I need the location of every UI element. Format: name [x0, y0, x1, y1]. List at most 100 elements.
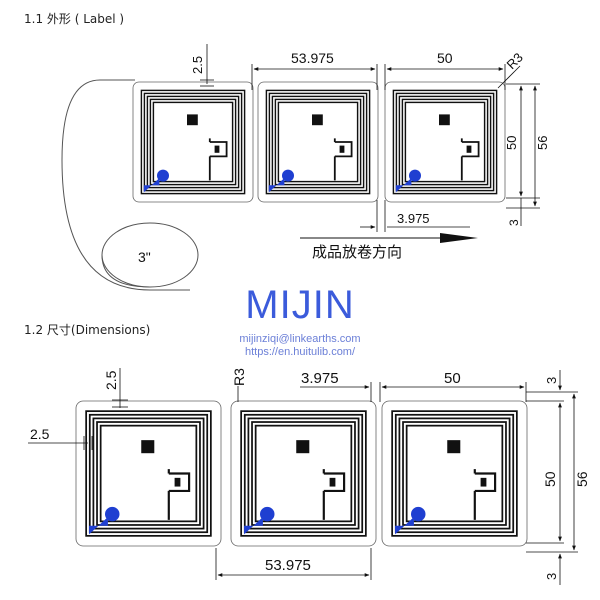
s2-dim-edge-top: 3: [544, 377, 559, 384]
coil-turn: [395, 92, 495, 192]
antenna-coil: [140, 89, 246, 195]
coil-turn: [398, 95, 492, 189]
coil-turn: [247, 417, 360, 530]
bridge-trace: [208, 138, 228, 181]
chip-icon: [339, 145, 345, 153]
coil-turn: [152, 101, 234, 183]
section-2-dimension-lines: [28, 368, 578, 585]
coil-turn: [277, 101, 359, 183]
s1-dim-margin: 2.5: [190, 56, 205, 74]
via-square: [296, 440, 310, 454]
coil-turn: [401, 98, 489, 186]
coil-turn: [143, 92, 243, 192]
s2-dim-width: 50: [444, 370, 461, 387]
contact-pad: [411, 506, 426, 522]
coil-turn: [243, 413, 364, 534]
s2-dim-top-margin: 2.5: [103, 370, 119, 390]
contact-pad: [105, 506, 120, 522]
corner-pad: [143, 178, 160, 193]
contact-pad: [157, 169, 169, 182]
s1-dim-pitch: 53.975: [291, 50, 334, 66]
s1-dim-height-inner: 50: [504, 136, 519, 150]
coil-turn: [405, 424, 504, 523]
via-square: [439, 114, 450, 126]
s1-dim-height-outer: 56: [535, 136, 550, 150]
coil-turn: [140, 89, 246, 195]
label-roll: [61, 79, 199, 291]
watermark-url: https://en.huitulib.com/: [244, 346, 356, 358]
coil-turn: [92, 417, 205, 530]
s1-dim-bottom-margin: 3: [507, 219, 521, 226]
section-2-label-row: [75, 400, 528, 547]
coil-turn: [394, 413, 515, 534]
coil-turn: [391, 410, 518, 537]
s2-dim-height-outer: 56: [574, 471, 590, 487]
antenna-coil: [240, 410, 367, 537]
coil-turn: [146, 95, 240, 189]
antenna-coil: [391, 410, 518, 537]
watermark-brand: MIJIN: [245, 283, 355, 327]
antenna-coil: [265, 89, 371, 195]
coil-turn: [240, 410, 367, 537]
coil-turn: [149, 98, 237, 186]
chip-icon: [174, 477, 181, 487]
coil-turn: [404, 101, 486, 183]
corner-pad: [268, 178, 285, 193]
s2-dim-radius: R3: [231, 368, 247, 386]
chip-icon: [214, 145, 220, 153]
corner-pad: [395, 178, 412, 193]
s2-dim-left-margin: 2.5: [30, 426, 50, 442]
coil-turn: [274, 98, 362, 186]
bridge-trace: [322, 469, 346, 520]
rfid-label-1: [132, 81, 254, 203]
coil-turn: [251, 421, 356, 526]
rfid-label-3: [384, 81, 506, 203]
s2-dim-gap: 3.975: [301, 370, 339, 387]
section-1-title: 1.1 外形 ( Label ): [24, 12, 125, 26]
via-square: [312, 114, 323, 126]
coil-turn: [398, 417, 511, 530]
core-diameter-label: 3": [138, 249, 151, 265]
s1-dim-radius: R3: [504, 50, 526, 72]
coil-turn: [268, 92, 368, 192]
coil-turn: [392, 89, 498, 195]
s2-dim-height-inner: 50: [542, 471, 558, 487]
contact-pad: [409, 169, 421, 182]
unwind-direction-arrow: [300, 233, 478, 243]
via-square: [187, 114, 198, 126]
unwind-direction-label: 成品放卷方向: [312, 243, 402, 261]
coil-turn: [85, 410, 212, 537]
rfid-label-3: [381, 400, 528, 547]
corner-pad: [244, 517, 263, 535]
rfid-label-2: [230, 400, 377, 547]
bridge-trace: [473, 469, 497, 520]
s2-dim-edge-bottom: 3: [544, 573, 559, 580]
coil-turn: [271, 95, 365, 189]
contact-pad: [282, 169, 294, 182]
coil-turn: [96, 421, 201, 526]
antenna-coil: [85, 410, 212, 537]
chip-icon: [480, 477, 487, 487]
section-1-dimension-lines: [200, 44, 540, 232]
coil-turn: [402, 421, 507, 526]
watermark-email: mijinziqi@linkearths.com: [239, 333, 361, 345]
via-square: [447, 440, 461, 454]
rfid-label-2: [257, 81, 379, 203]
bridge-trace: [167, 469, 191, 520]
via-square: [141, 440, 155, 454]
s1-dim-width: 50: [437, 50, 453, 66]
section-1-label-row: [132, 81, 506, 203]
chip-icon: [329, 477, 336, 487]
corner-pad: [89, 517, 108, 535]
s1-dim-gap: 3.975: [397, 211, 430, 226]
coil-turn: [99, 424, 198, 523]
section-2-title: 1.2 尺寸(Dimensions): [24, 323, 151, 337]
coil-turn: [265, 89, 371, 195]
coil-turn: [88, 413, 209, 534]
corner-pad: [395, 517, 414, 535]
s2-dim-pitch: 53.975: [265, 557, 311, 574]
antenna-coil: [392, 89, 498, 195]
rfid-label-1: [75, 400, 222, 547]
coil-turn: [254, 424, 353, 523]
